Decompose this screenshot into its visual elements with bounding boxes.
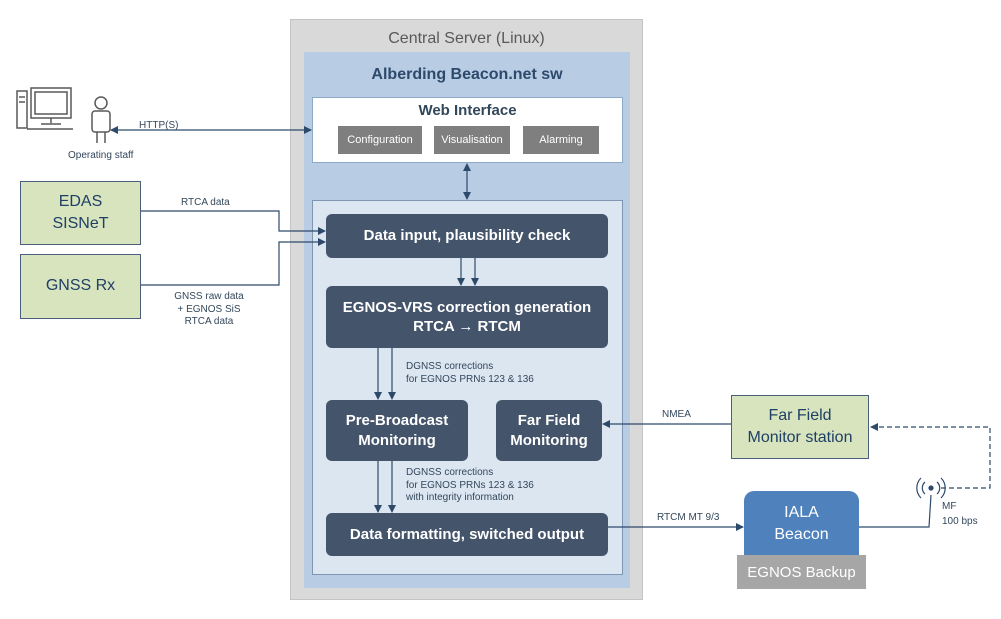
computer-icon (16, 87, 73, 130)
farfield-line2: Monitoring (510, 431, 588, 449)
nmea-label: NMEA (662, 409, 691, 420)
prebroadcast-monitoring-box: Pre-Broadcast Monitoring (326, 400, 468, 461)
data-input-label: Data input, plausibility check (363, 227, 571, 245)
https-label: HTTP(S) (139, 120, 179, 131)
processing-panel (312, 200, 623, 575)
egnos-vrs-box: EGNOS-VRS correction generation RTCA → R… (326, 286, 608, 348)
far-field-station-line2: Monitor station (747, 429, 853, 446)
person-icon (91, 96, 111, 143)
mf-label: MF 100 bps (942, 499, 978, 529)
far-field-station-box: Far Field Monitor station (731, 395, 869, 459)
edas-label: EDAS (58, 192, 103, 210)
far-field-station-line1: Far Field (768, 406, 832, 424)
mf-line2: 100 bps (942, 516, 978, 527)
operating-staff-label: Operating staff (68, 150, 134, 161)
farfield-line1: Far Field (517, 412, 581, 429)
gnss-rx-label: GNSS Rx (45, 277, 116, 295)
edas-connector (141, 210, 326, 235)
rtca-data-label: RTCA data (181, 197, 230, 208)
gnss-raw-line1: GNSS raw data (174, 291, 244, 302)
sisnet-label: SISNeT (52, 215, 109, 232)
farfield-monitoring-box: Far Field Monitoring (496, 400, 602, 461)
configuration-button[interactable]: Configuration (338, 126, 422, 154)
dgnss1-line2: for EGNOS PRNs 123 & 136 (406, 373, 534, 385)
egnos-vrs-label: EGNOS-VRS correction generation (342, 298, 592, 316)
gnss-rx-box: GNSS Rx (20, 254, 141, 319)
central-server-title: Central Server (Linux) (388, 30, 545, 47)
dgnss2-line3: with integrity information (406, 492, 514, 503)
dgnss-annotation-1: DGNSS corrections for EGNOS PRNs 123 & 1… (406, 361, 534, 386)
dgnss-annotation-2: DGNSS corrections for EGNOS PRNs 123 & 1… (406, 467, 534, 505)
dgnss1-line1: DGNSS corrections (406, 361, 494, 372)
output-label: Data formatting, switched output (349, 525, 585, 543)
prebroadcast-line2: Monitoring (358, 431, 436, 449)
beacon-label: Beacon (774, 526, 829, 543)
gnss-connector (141, 238, 326, 286)
mf-feedback-connector (870, 423, 991, 489)
dgnss2-line1: DGNSS corrections (406, 467, 494, 478)
egnos-backup-box: EGNOS Backup (737, 555, 866, 589)
antenna-icon (916, 477, 946, 499)
rtcm-label: RTCM MT 9/3 (657, 512, 720, 523)
dgnss2-line2: for EGNOS PRNs 123 & 136 (406, 479, 534, 491)
iala-label: IALA (784, 504, 819, 522)
gnss-raw-line2: + EGNOS SiS (177, 303, 241, 315)
beacon-antenna-connector (859, 494, 932, 528)
iala-beacon-box: IALA Beacon (744, 491, 859, 563)
mf-line1: MF (942, 501, 957, 512)
edas-sisnet-box: EDAS SISNeT (20, 181, 141, 245)
output-box: Data formatting, switched output (326, 513, 608, 556)
gnss-raw-line3: RTCA data (184, 316, 234, 327)
beacon-sw-title: Alberding Beacon.net sw (371, 66, 563, 83)
gnss-raw-data-label: GNSS raw data + EGNOS SiS RTCA data (168, 291, 250, 329)
web-interface-title: Web Interface (418, 102, 517, 119)
egnos-backup-label: EGNOS Backup (747, 563, 856, 581)
rtca-rtcm-label: RTCA → RTCM (413, 318, 521, 335)
prebroadcast-line1: Pre-Broadcast (345, 412, 449, 429)
visualisation-button[interactable]: Visualisation (434, 126, 510, 154)
data-input-box: Data input, plausibility check (326, 214, 608, 258)
alarming-button[interactable]: Alarming (523, 126, 599, 154)
